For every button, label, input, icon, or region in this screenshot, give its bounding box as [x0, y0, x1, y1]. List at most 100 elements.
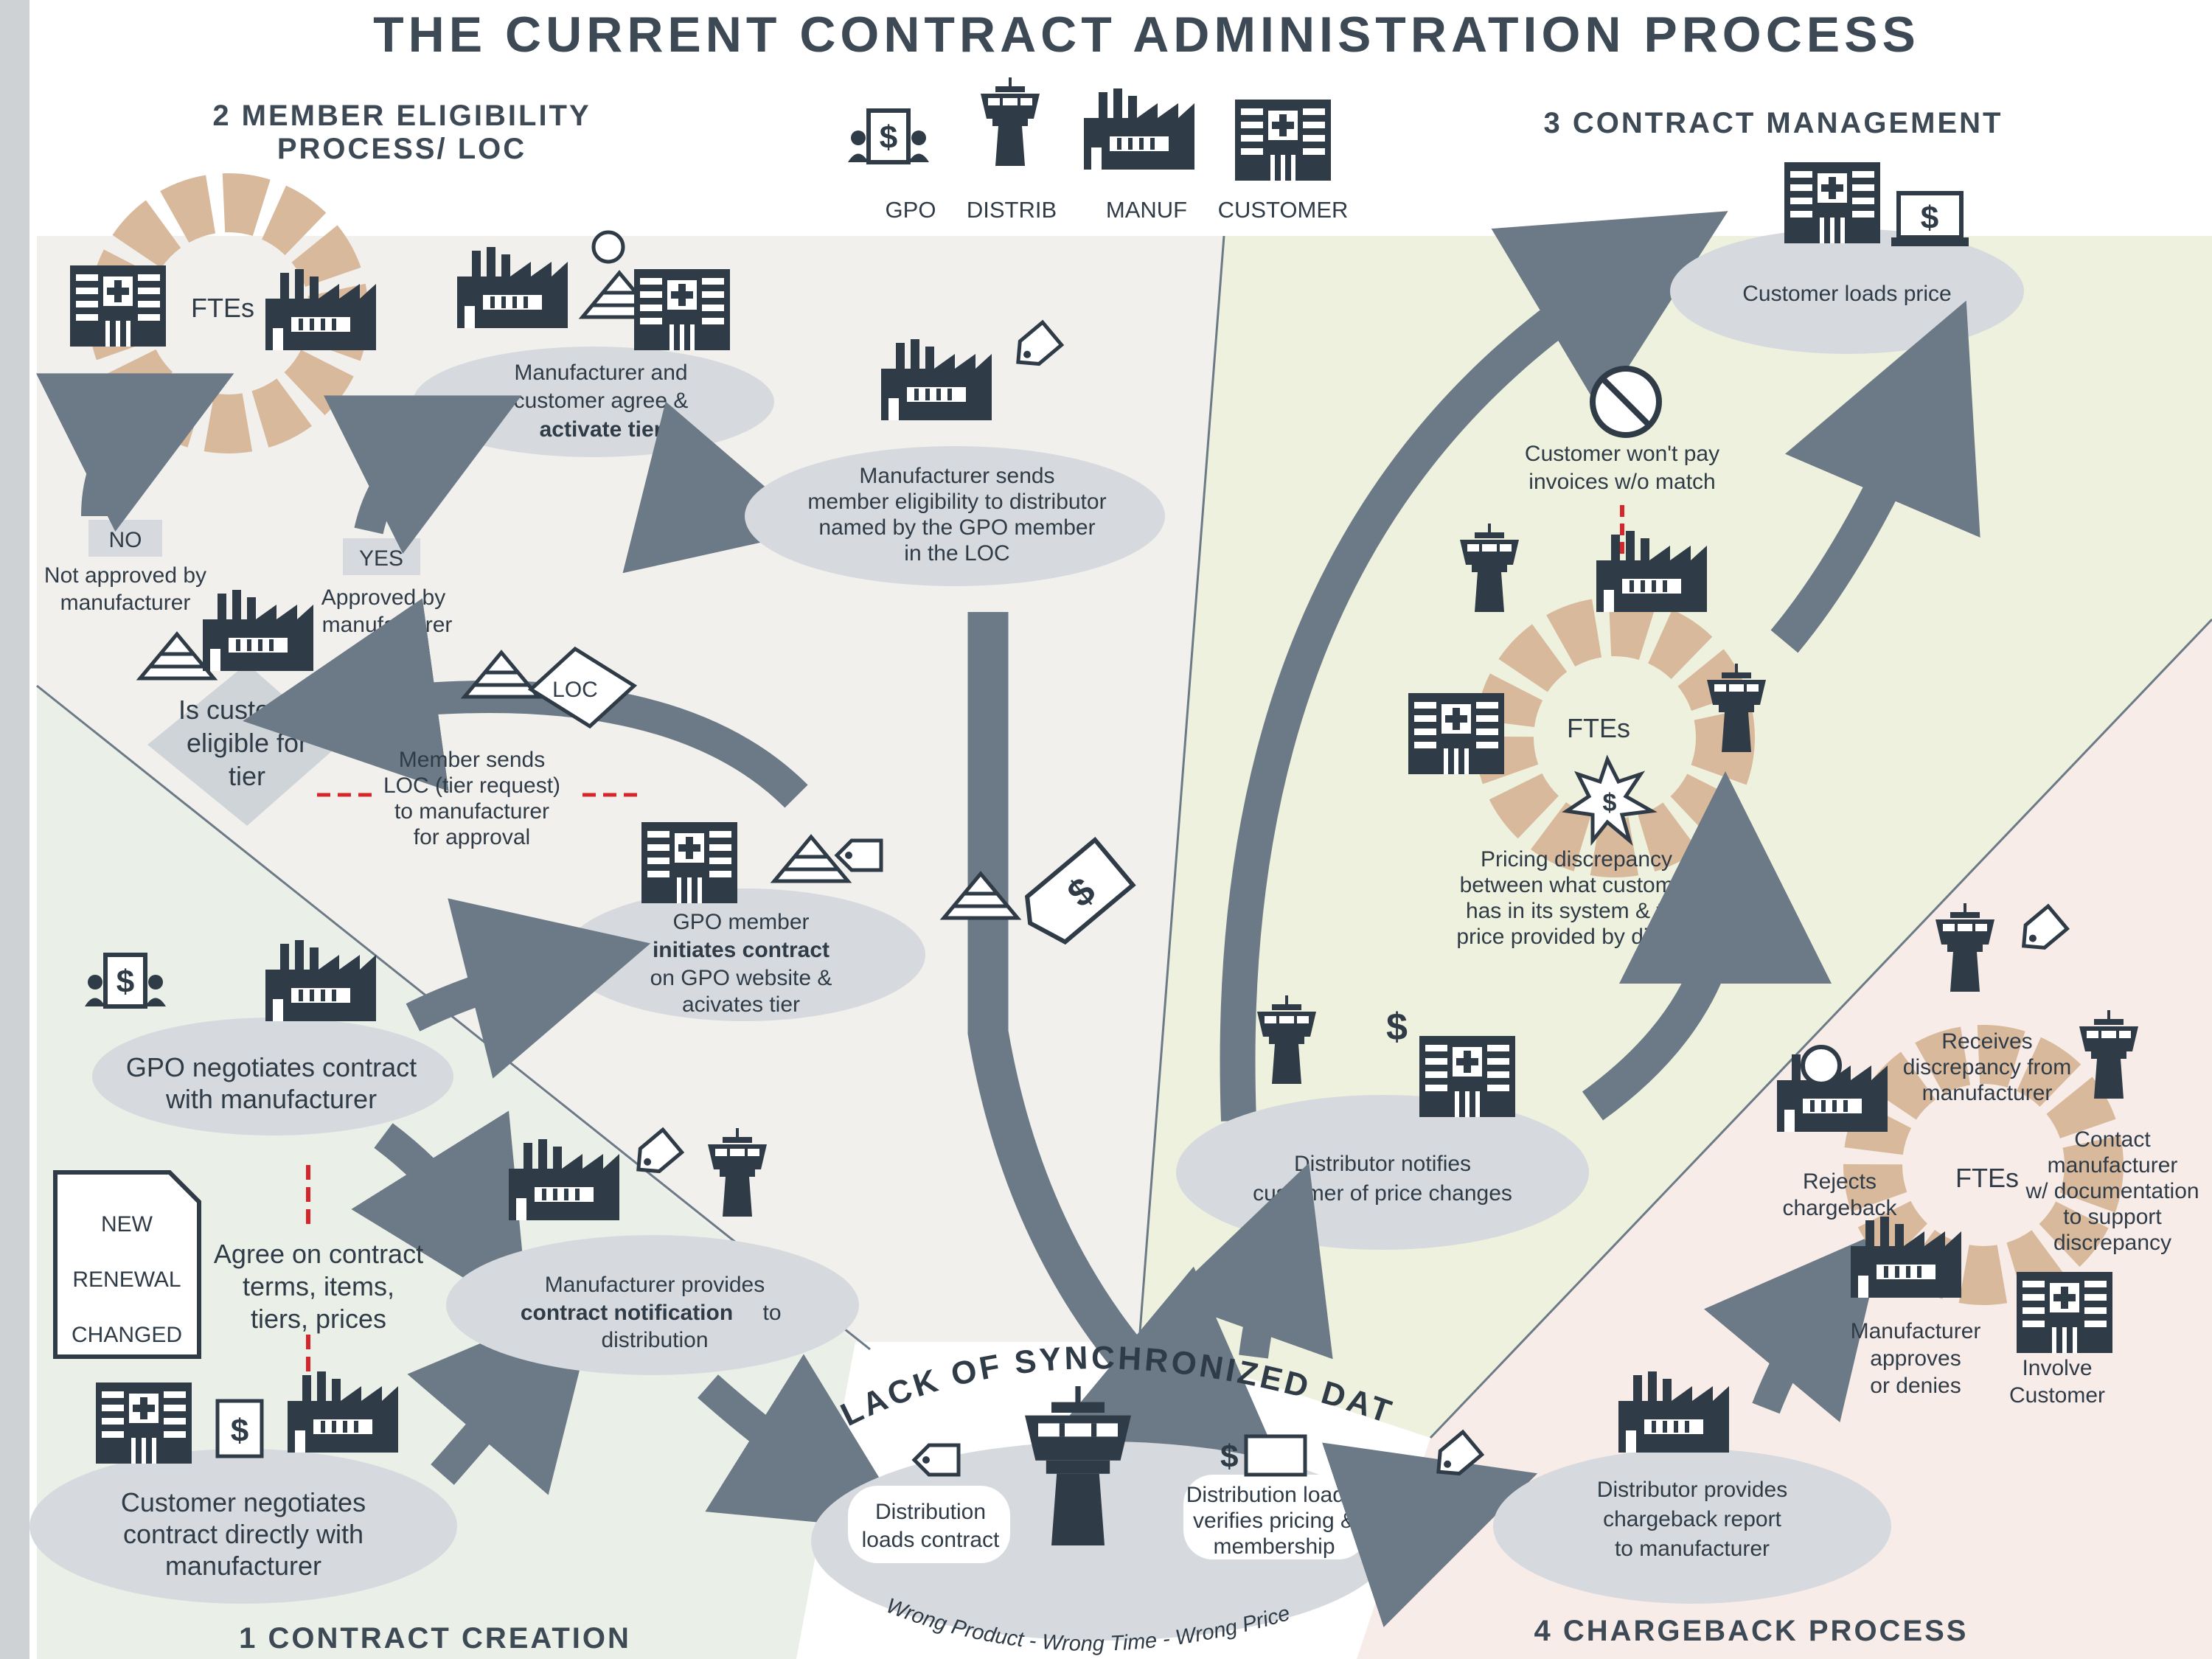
approve-line1: Manufacturer [1851, 1319, 1981, 1343]
arrow-loc-request [243, 598, 808, 808]
send-line1: Manufacturer sends [859, 464, 1054, 488]
send-line2: member eligibility to distributor [807, 490, 1106, 514]
reject-line2: chargeback [1782, 1196, 1897, 1220]
wont-pay-line2: invoices w/o match [1528, 470, 1715, 494]
dist-verifies-box [1183, 1475, 1368, 1559]
loc-tag: LOC [527, 646, 638, 729]
approve-line2: approves [1870, 1346, 1961, 1371]
notif-line2-bold: contract notification [521, 1301, 733, 1325]
custneg-line1: Customer negotiates [121, 1487, 366, 1517]
node-chargeback-report [1493, 1449, 1891, 1604]
arrow-hub-to-chargeback [1322, 1442, 1538, 1627]
contact-line5: discrepancy [2053, 1231, 2171, 1255]
price-tag-icon: $ [1024, 836, 1136, 945]
eligibility-line1: Is customer [178, 695, 316, 725]
section-2-title-line1: 2 MEMBER ELIGIBILITY [212, 100, 591, 132]
type-renewal: RENEWAL [72, 1267, 181, 1292]
dver-line3: membership [1213, 1534, 1335, 1559]
hospital-icon [96, 1382, 192, 1464]
dload-line2: loads contract [862, 1528, 1000, 1552]
legend-gpo-label: GPO [886, 197, 936, 223]
node-customer-negotiates [29, 1449, 457, 1604]
hospital-icon [70, 265, 166, 347]
arrow-notify-to-wheel [1582, 771, 1832, 1121]
agree-line3: activate tier [540, 417, 663, 442]
dver-line1: Distribution loads, [1186, 1483, 1362, 1507]
hospital-icon [634, 269, 730, 350]
no-line1: Not approved by [44, 563, 206, 588]
terms-line3: tiers, prices [251, 1304, 386, 1334]
arrow-no [35, 373, 234, 532]
legend: GPO DISTRIB MANUF CUSTOMER [848, 77, 1348, 223]
contact-line2: manufacturer [2048, 1153, 2178, 1178]
agree-line2: customer agree & [514, 389, 689, 413]
init-line2: initiates contract [653, 938, 830, 962]
customer-icon [1235, 100, 1331, 181]
terms-line2: terms, items, [243, 1271, 394, 1301]
arrow-gpo-to-initiate [406, 898, 651, 1079]
dollar-doc-icon [215, 1399, 264, 1458]
recv-line1: Receives [1941, 1029, 2032, 1054]
init-line1: GPO member [672, 910, 809, 934]
customer-loads-text: Customer loads price [1742, 282, 1951, 306]
agree-line1: Manufacturer and [514, 361, 687, 385]
arrow-yes [323, 395, 522, 554]
dver-line2: verifies pricing & [1193, 1509, 1355, 1533]
node-send-eligibility [745, 446, 1165, 586]
send-line4: in the LOC [904, 541, 1009, 566]
gponeg-line2: with manufacturer [165, 1084, 377, 1114]
hospital-icon [1408, 693, 1504, 774]
terms-line1: Agree on contract [214, 1239, 423, 1269]
node-gpo-negotiates [92, 1018, 453, 1135]
approve-line3: or denies [1870, 1374, 1961, 1398]
recv-line3: manufacturer [1922, 1081, 2053, 1105]
cb-line2: chargeback report [1603, 1507, 1781, 1531]
legend-manuf-label: MANUF [1106, 197, 1187, 223]
hospital-icon [1419, 1036, 1515, 1117]
dollar-icon: $ [1220, 1439, 1238, 1475]
custneg-line2: contract directly with [123, 1519, 364, 1549]
reject-line1: Rejects [1803, 1169, 1877, 1194]
wont-pay-line1: Customer won't pay [1525, 442, 1719, 466]
arrow-notification-to-distribution [698, 1354, 912, 1531]
svg-text:$: $ [231, 1413, 248, 1449]
arrow-agree-to-send [622, 401, 816, 574]
disc-line4: price provided by distrib. [1456, 925, 1696, 949]
page-title: THE CURRENT CONTRACT ADMINISTRATION PROC… [373, 7, 1920, 63]
svg-text:$: $ [1603, 789, 1617, 817]
dnotif-line2: customer of price changes [1253, 1181, 1512, 1206]
hospital-icon [1784, 162, 1880, 243]
arrow-gpo-to-notification [351, 1110, 529, 1318]
section-2-title-line2: PROCESS/ LOC [277, 133, 526, 165]
type-new: NEW [101, 1212, 153, 1237]
no-badge-text: NO [109, 528, 142, 552]
reject-icon [1801, 1045, 1842, 1086]
legend-customer-label: CUSTOMER [1218, 197, 1349, 223]
custneg-line3: manufacturer [165, 1551, 321, 1581]
yes-line2: manufacturer [322, 613, 453, 637]
dnotif-line1: Distributor notifies [1294, 1152, 1471, 1176]
region-chargeback-bg [1357, 619, 2212, 1659]
node-initiate-contract [564, 888, 925, 1021]
eligibility-line2: eligible for [187, 728, 307, 758]
loc-badge-text: LOC [552, 678, 598, 702]
init-line4: acivates tier [682, 992, 800, 1017]
no-line2: manufacturer [60, 591, 191, 615]
arrow-custneg-to-notification [407, 1293, 599, 1495]
contract-types-doc: NEW RENEWAL CHANGED [53, 1170, 201, 1359]
contact-line3: w/ documentation [2025, 1179, 2199, 1203]
type-changed: CHANGED [72, 1323, 182, 1347]
cb-line1: Distributor provides [1597, 1478, 1787, 1502]
notif-line1: Manufacturer provides [545, 1273, 765, 1297]
init-line3: on GPO website & [650, 966, 832, 990]
send-line3: named by the GPO member [818, 515, 1095, 540]
section-4-title: 4 CHARGEBACK PROCESS [1534, 1615, 1969, 1647]
cb-line3: to manufacturer [1615, 1537, 1770, 1561]
loc-line3: to manufacturer [394, 799, 549, 824]
yes-badge-text: YES [359, 546, 403, 571]
recv-line2: discrepancy from [1903, 1055, 2071, 1079]
involve-line1: Involve [2022, 1356, 2092, 1380]
arrow-up-to-customer-loads [1220, 211, 1728, 1121]
svg-text:$: $ [1921, 200, 1938, 236]
